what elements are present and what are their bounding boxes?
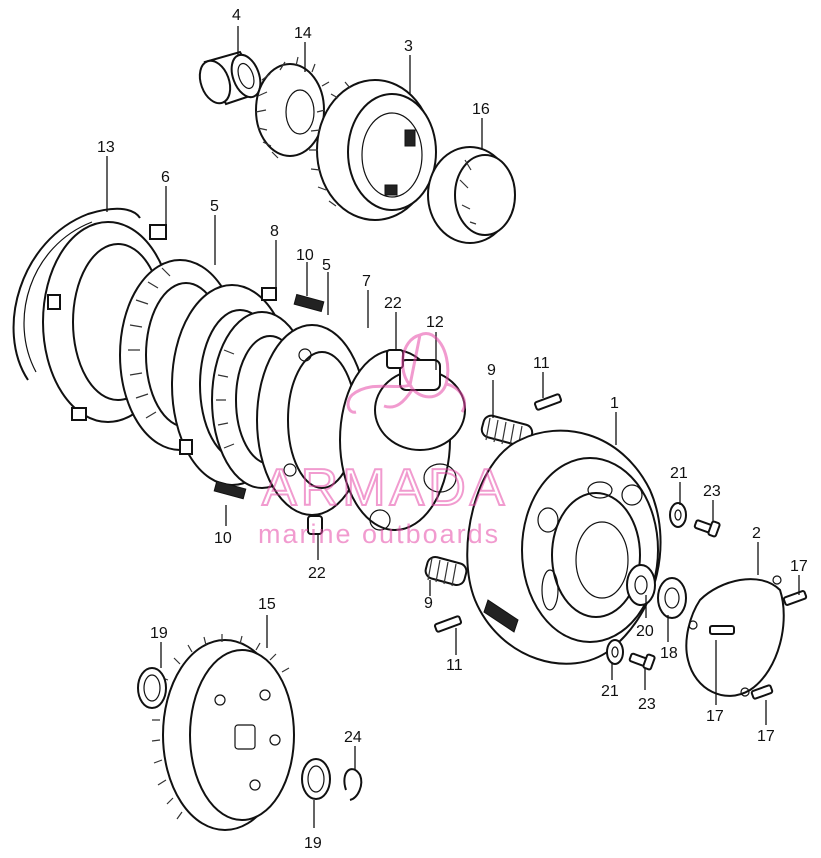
callout-17-bottom: 17 [757,728,775,745]
part-17-screw-bottom-right [750,684,774,700]
callout-5-top: 5 [210,198,219,215]
callout-16: 16 [472,101,490,118]
callout-22-bottom: 22 [308,565,326,582]
part-21-washer-top [669,502,687,528]
callout-15: 15 [258,596,276,613]
callout-7: 7 [362,273,371,290]
octopus-logo-icon [346,332,467,414]
part-4-bushing [198,50,264,106]
part-10-spring-top [293,293,325,313]
callout-3: 3 [404,38,413,55]
callout-21-top: 21 [670,465,688,482]
callout-14: 14 [294,25,312,42]
callout-11-bottom: 11 [446,657,463,674]
callout-22-top: 22 [384,295,402,312]
part-15-driven-gear [151,634,295,831]
callout-19-bottom: 19 [304,835,322,852]
callout-21-bottom: 21 [601,683,619,700]
watermark-brand: ARMADA [262,459,508,517]
part-10-spring-bottom [213,480,247,500]
callout-10-bottom: 10 [214,530,232,547]
part-19-washer-bottom [301,758,331,800]
part-23-screw-top [693,519,721,538]
leader-lines [106,26,800,828]
callout-2: 2 [752,525,761,542]
part-20-lock-washer [626,564,656,606]
callout-24: 24 [344,729,362,746]
callout-4: 4 [232,7,241,24]
callout-1: 1 [610,395,619,412]
callout-18: 18 [660,645,678,662]
part-11-bolt-top [533,393,563,411]
callout-9-bottom: 9 [424,595,433,612]
callout-9-top: 9 [487,362,496,379]
callout-labels: 4 14 3 16 13 6 5 8 10 5 7 22 12 9 11 1 2… [97,7,808,852]
callout-17-middle: 17 [706,708,724,725]
part-14-pinion-gear [255,56,330,159]
part-3-drive-gear [309,79,437,221]
callout-8: 8 [270,223,279,240]
watermark-tagline: marine outboards [258,519,500,549]
callout-5-mid: 5 [322,257,331,274]
callout-12: 12 [426,314,444,331]
part-9-spring-bottom [424,555,468,587]
part-18-nut [657,577,687,619]
part-22-pin-top [386,349,404,369]
callout-6: 6 [161,169,170,186]
callout-11-top: 11 [533,355,550,372]
part-22-pin-bottom [307,515,323,535]
armada-watermark: ARMADA marine outboards [258,332,508,549]
callout-10-top: 10 [296,247,314,264]
callout-13: 13 [97,139,115,156]
part-19-washer-top [137,667,167,709]
callout-23-top: 23 [703,483,721,500]
part-21-washer-bottom [606,639,624,665]
part-23-screw-bottom [628,652,656,671]
part-24-circlip [343,768,363,801]
callout-23-bottom: 23 [638,696,656,713]
part-2-cover-plate [685,575,785,697]
part-16-oneway-clutch [427,146,516,244]
part-9-spring-top [480,414,534,449]
callout-19-top: 19 [150,625,168,642]
part-17-screw-right [782,590,808,606]
part-11-bolt-bottom [433,615,463,633]
callout-20: 20 [636,623,654,640]
part-1-clutch-outer-housing [466,429,662,665]
callout-17-right: 17 [790,558,808,575]
